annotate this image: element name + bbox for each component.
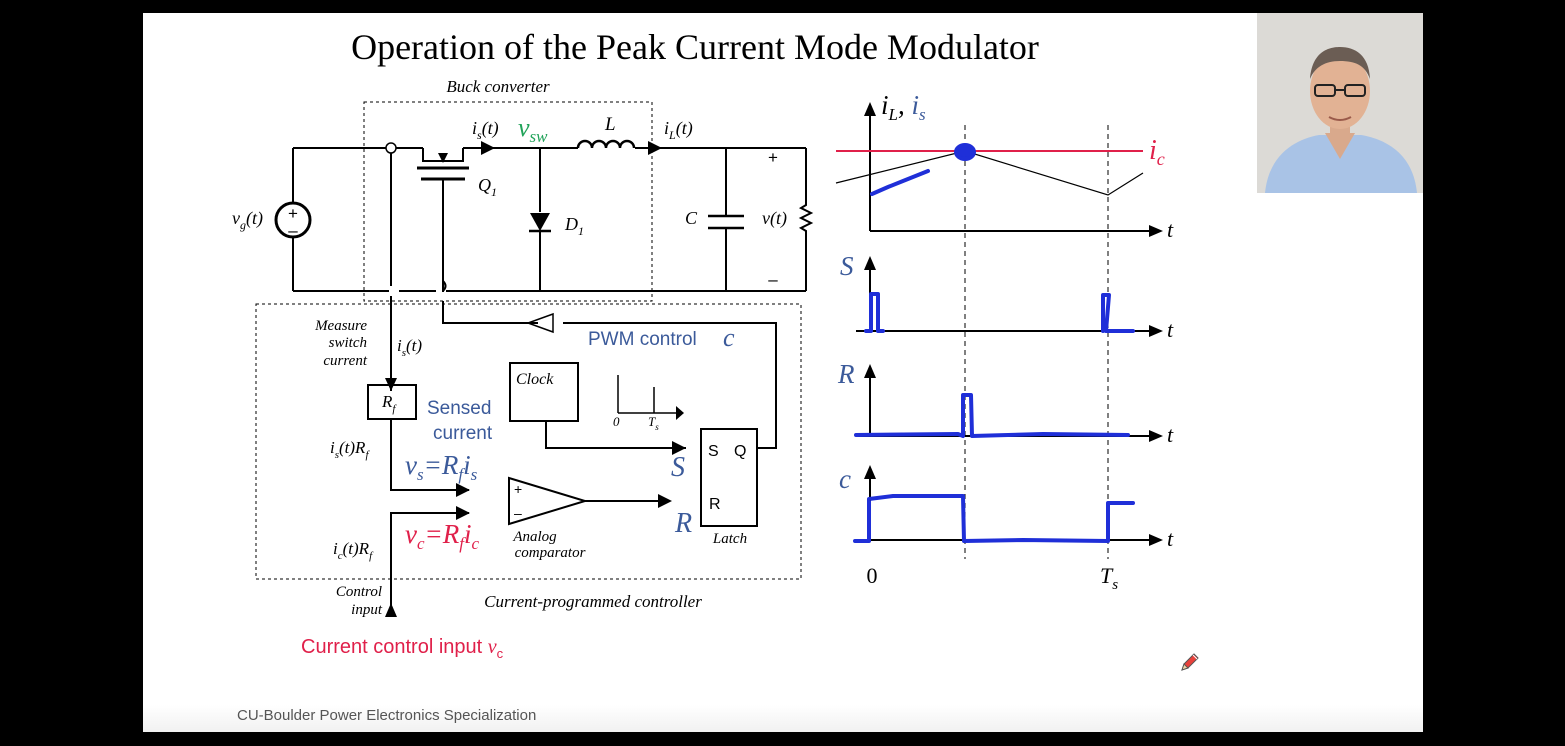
- measure-line3: current: [323, 353, 367, 369]
- output-plus: +: [768, 148, 778, 167]
- s-wave-label: S: [840, 251, 854, 281]
- ts-tick: Ts: [1100, 563, 1118, 593]
- d1-label: D1: [564, 214, 584, 238]
- r-input-big: R: [674, 508, 692, 539]
- c-wave-label: c: [839, 464, 851, 494]
- latch-r: R: [709, 496, 721, 513]
- r-wave-label: R: [837, 359, 855, 389]
- webcam-video: [1257, 13, 1423, 193]
- inductor-label: L: [604, 114, 616, 135]
- presenter-avatar: [1257, 13, 1423, 193]
- comparator-plus: +: [514, 481, 522, 497]
- sensed-line1: Sensed: [427, 398, 491, 419]
- ic-label: ic: [1149, 135, 1165, 169]
- clock-zero: 0: [613, 414, 620, 429]
- circuit-arrows: [385, 141, 686, 617]
- q1-label: Q1: [478, 175, 497, 199]
- capacitor-label: C: [685, 208, 698, 228]
- control-line1: Control: [336, 584, 382, 600]
- clock-label: Clock: [516, 371, 554, 388]
- il-is-label: iL, is: [881, 90, 926, 124]
- clock-box: [509, 362, 579, 422]
- slide: Operation of the Peak Current Mode Modul…: [143, 13, 1423, 732]
- slide-canvas: Operation of the Peak Current Mode Modul…: [232, 27, 1174, 661]
- pencil-icon[interactable]: [1179, 651, 1201, 673]
- inductor-icon: [576, 139, 636, 149]
- slide-footer: CU-Boulder Power Electronics Specializat…: [237, 707, 537, 724]
- vc-equation: vc=Rfic: [405, 519, 480, 553]
- slide-title: Operation of the Peak Current Mode Modul…: [351, 27, 1039, 67]
- current-control-input: Current control input vc: [301, 636, 504, 661]
- waveform-axes: [835, 108, 1153, 559]
- s-input-big: S: [671, 452, 685, 483]
- waveform-arrowheads: [864, 102, 1163, 546]
- latch-box: [700, 428, 758, 527]
- load-resistor-icon: [798, 148, 814, 291]
- pwm-label: PWM control: [588, 329, 697, 350]
- t-axis-1: t: [1167, 217, 1174, 242]
- measure-line2: switch: [329, 335, 367, 351]
- control-line2: input: [351, 602, 383, 618]
- is-t-label: is(t): [472, 118, 499, 142]
- source-minus: –: [288, 221, 298, 240]
- sensed-line2: current: [433, 423, 493, 444]
- controller-box: [255, 303, 802, 580]
- t-axis-2: t: [1167, 317, 1174, 342]
- t-axis-4: t: [1167, 526, 1174, 551]
- vs-equation: vs=Rfis: [405, 450, 478, 484]
- output-minus: –: [768, 270, 778, 289]
- diode-icon: [530, 213, 550, 231]
- latch-label: Latch: [712, 531, 747, 547]
- clock-ts: Ts: [648, 414, 659, 432]
- waveform-labels: iL, is ic S R c t t t t 0 Ts: [837, 90, 1174, 593]
- voltage-source-icon: [274, 201, 312, 239]
- buck-converter-box: [363, 101, 653, 302]
- rf-label: Rf: [381, 392, 397, 415]
- icrf-label: ic(t)Rf: [333, 539, 374, 562]
- pwm-c-label: c: [723, 323, 735, 352]
- analog-line2: comparator: [515, 545, 586, 561]
- measure-line1: Measure: [314, 318, 367, 334]
- controller-label: Current-programmed controller: [484, 592, 702, 611]
- capacitor-icon: [708, 214, 744, 230]
- vsw-label: vsw: [518, 113, 548, 146]
- latch-q: Q: [734, 443, 746, 460]
- vg-label: vg(t): [232, 208, 263, 232]
- source-plus: +: [288, 204, 298, 223]
- latch-s: S: [708, 443, 719, 460]
- is-meas-label: is(t): [397, 336, 422, 359]
- comparator-minus: –: [514, 505, 522, 521]
- isrf-label: is(t)Rf: [330, 438, 370, 461]
- buck-label: Buck converter: [446, 77, 550, 96]
- vt-label: v(t): [762, 208, 787, 229]
- circuit-labels: Buck converter vg(t) + – is(t) vsw L iL(…: [232, 77, 787, 661]
- iL-t-label: iL(t): [664, 118, 693, 142]
- hand-drawn-annotations: [853, 143, 1135, 543]
- t-axis-3: t: [1167, 422, 1174, 447]
- zero-tick: 0: [867, 563, 878, 588]
- analog-line1: Analog: [512, 529, 557, 545]
- footer-bar: [143, 705, 1423, 732]
- comparator-icon: [508, 476, 589, 526]
- pwm-buffer-icon: [525, 312, 554, 334]
